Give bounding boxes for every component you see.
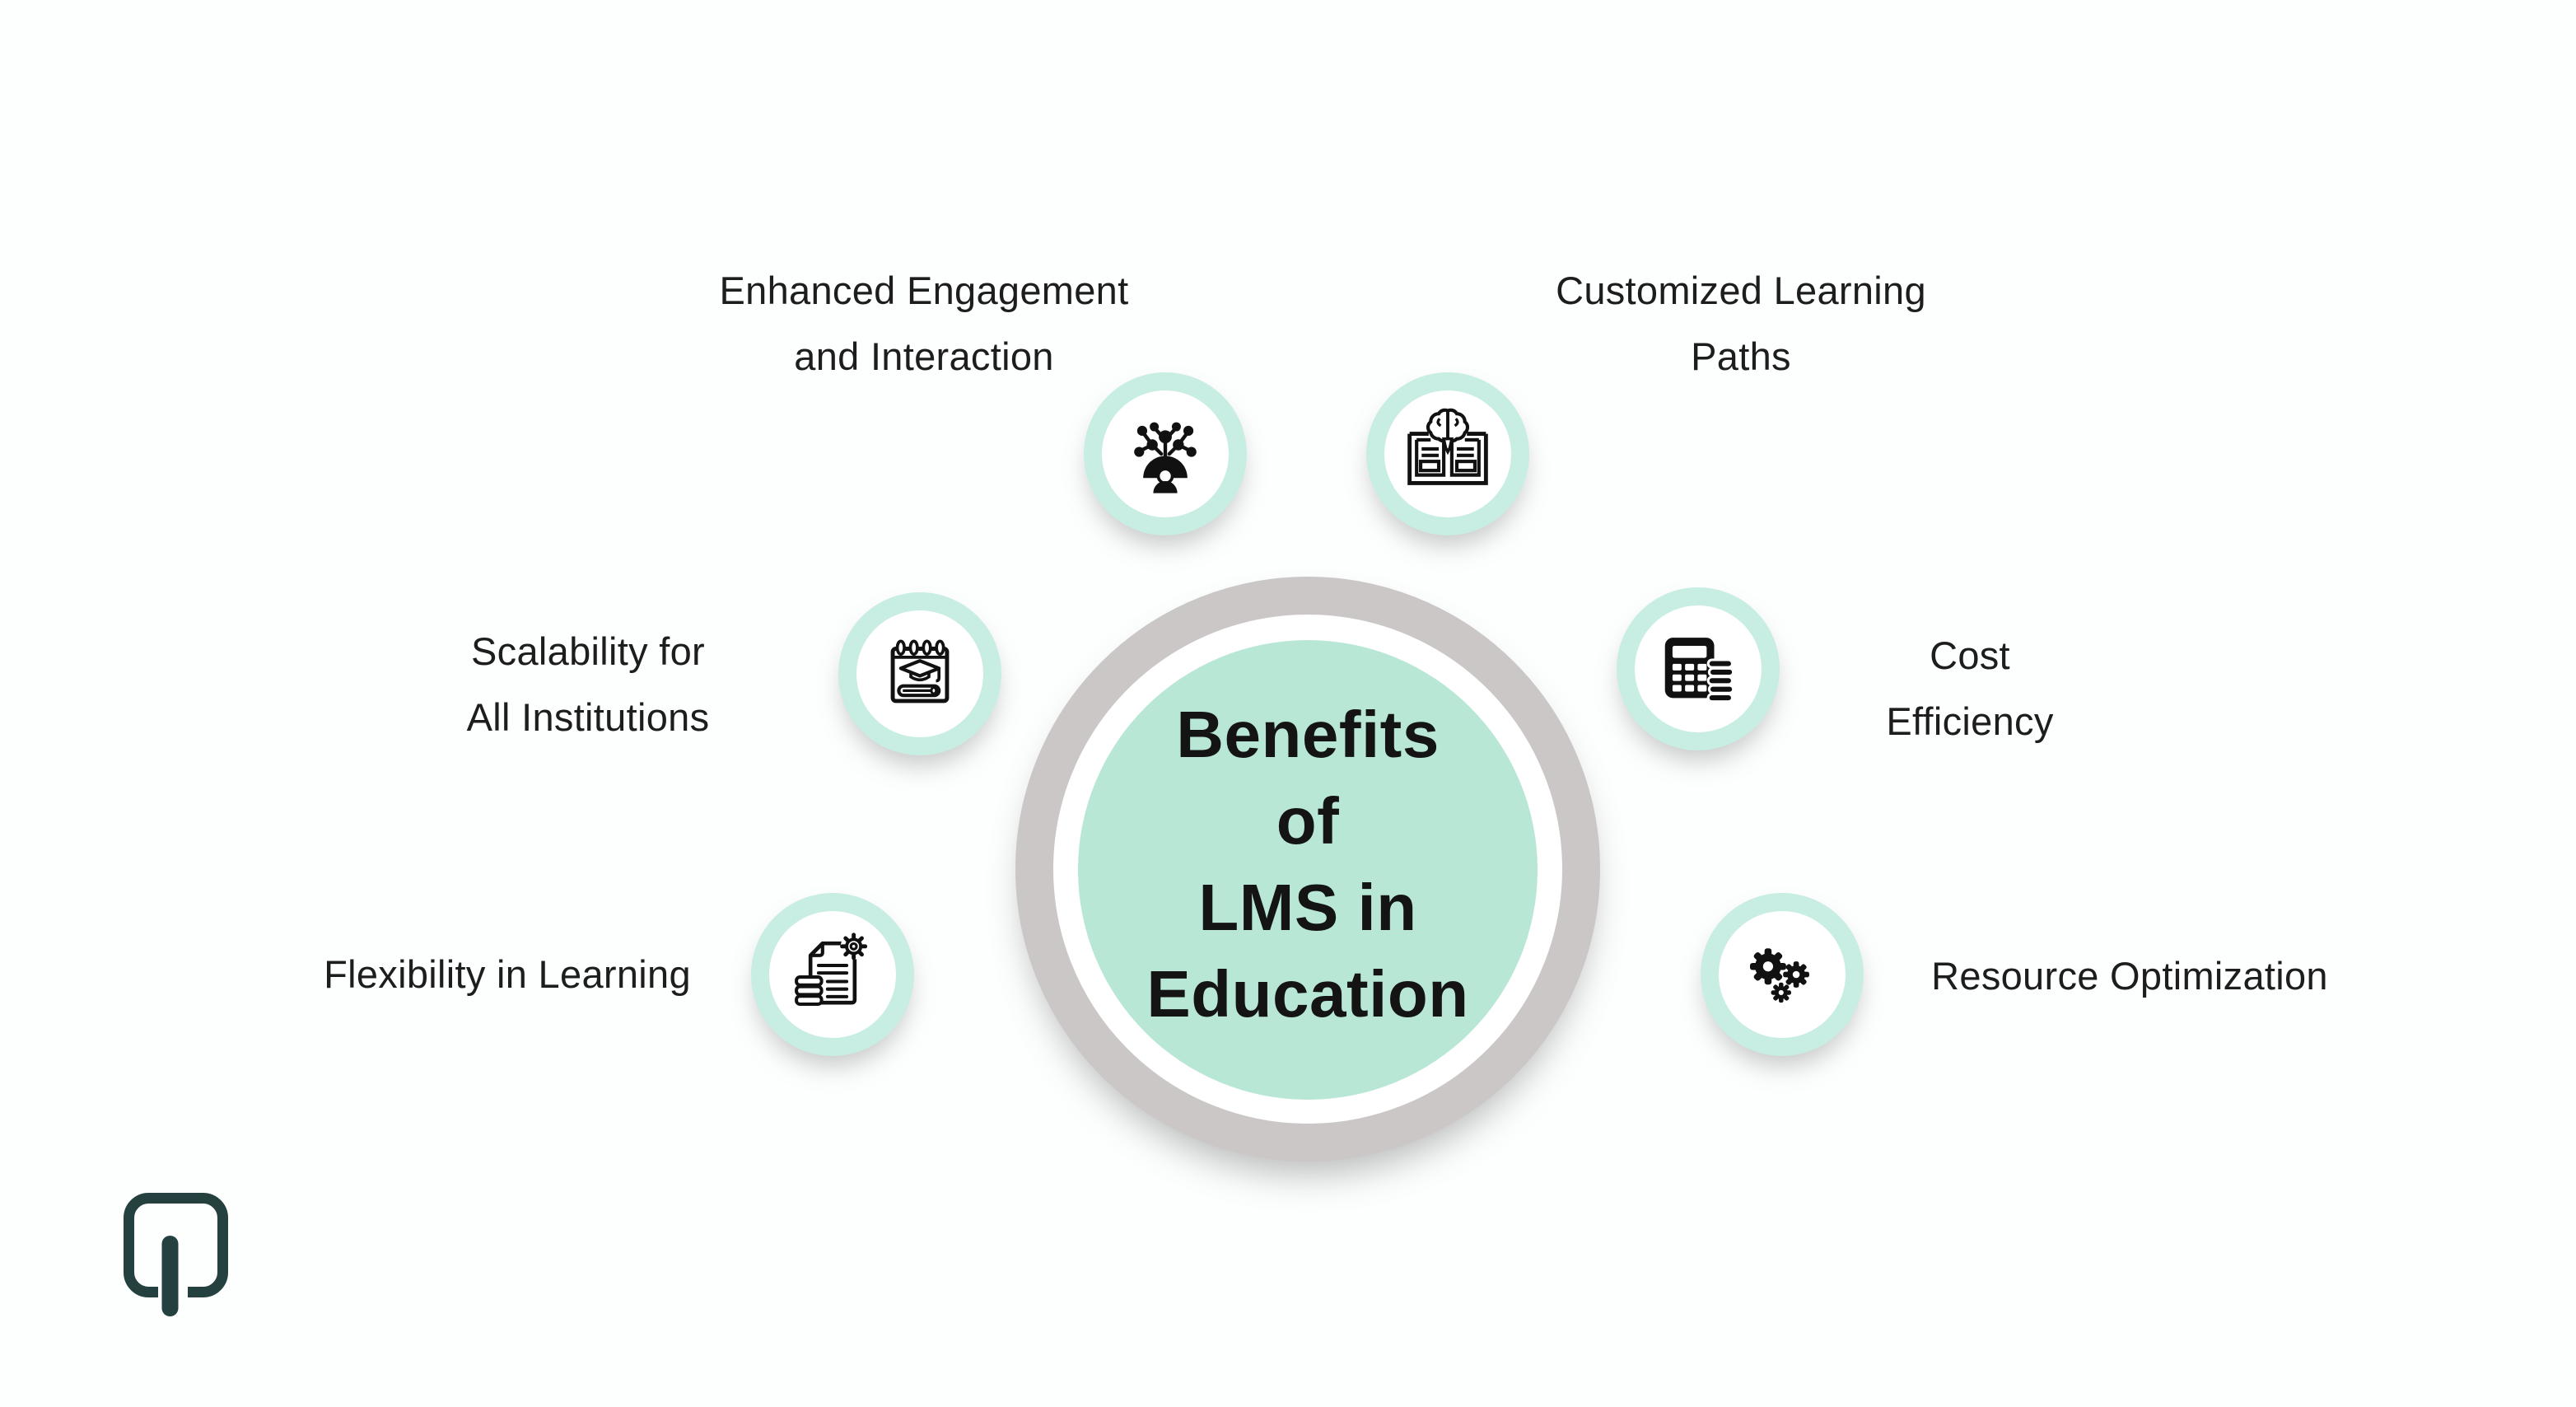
label-line: Resource Optimization [1931, 954, 2328, 998]
label-line: and Interaction [794, 334, 1054, 378]
center-circle: Benefits of LMS in Education [1078, 640, 1538, 1100]
label-line: Enhanced Engagement [719, 269, 1129, 312]
people-network-icon [1134, 422, 1197, 493]
benefit-node-enhanced-engagement [1084, 372, 1247, 535]
label-line: Scalability for [471, 629, 705, 673]
calculator-coins-icon [1664, 638, 1735, 704]
book-brain-icon [1407, 408, 1488, 485]
label-line: Customized Learning [1556, 269, 1926, 312]
label-line: All Institutions [466, 695, 710, 739]
label-resource-optimization: Resource Optimization [1800, 943, 2459, 1009]
calendar-graduation-icon [890, 639, 950, 704]
label-customized-learning: Customized Learning Paths [1412, 258, 2070, 390]
diagram-title-line: of [1276, 784, 1340, 858]
benefit-node-cost-efficiency [1617, 587, 1780, 750]
label-cost-efficiency: Cost Efficiency [1640, 623, 2299, 755]
benefit-node-customized-learning [1366, 372, 1529, 535]
diagram-title-line: LMS in [1198, 871, 1417, 944]
diagram-title: Benefits of LMS in Education [1146, 691, 1468, 1049]
document-gear-icon [795, 933, 868, 1007]
label-flexibility: Flexibility in Learning [178, 942, 837, 1007]
diagram-title-line: Education [1146, 957, 1469, 1031]
label-line: Cost [1930, 633, 2010, 677]
label-scalability: Scalability for All Institutions [259, 619, 917, 750]
label-line: Flexibility in Learning [324, 952, 691, 996]
label-line: Efficiency [1886, 699, 2054, 743]
brand-logo [124, 1193, 228, 1316]
label-line: Paths [1691, 334, 1791, 378]
label-enhanced-engagement: Enhanced Engagement and Interaction [595, 258, 1253, 390]
diagram-title-line: Benefits [1176, 698, 1440, 771]
gears-icon [1749, 948, 1809, 1003]
